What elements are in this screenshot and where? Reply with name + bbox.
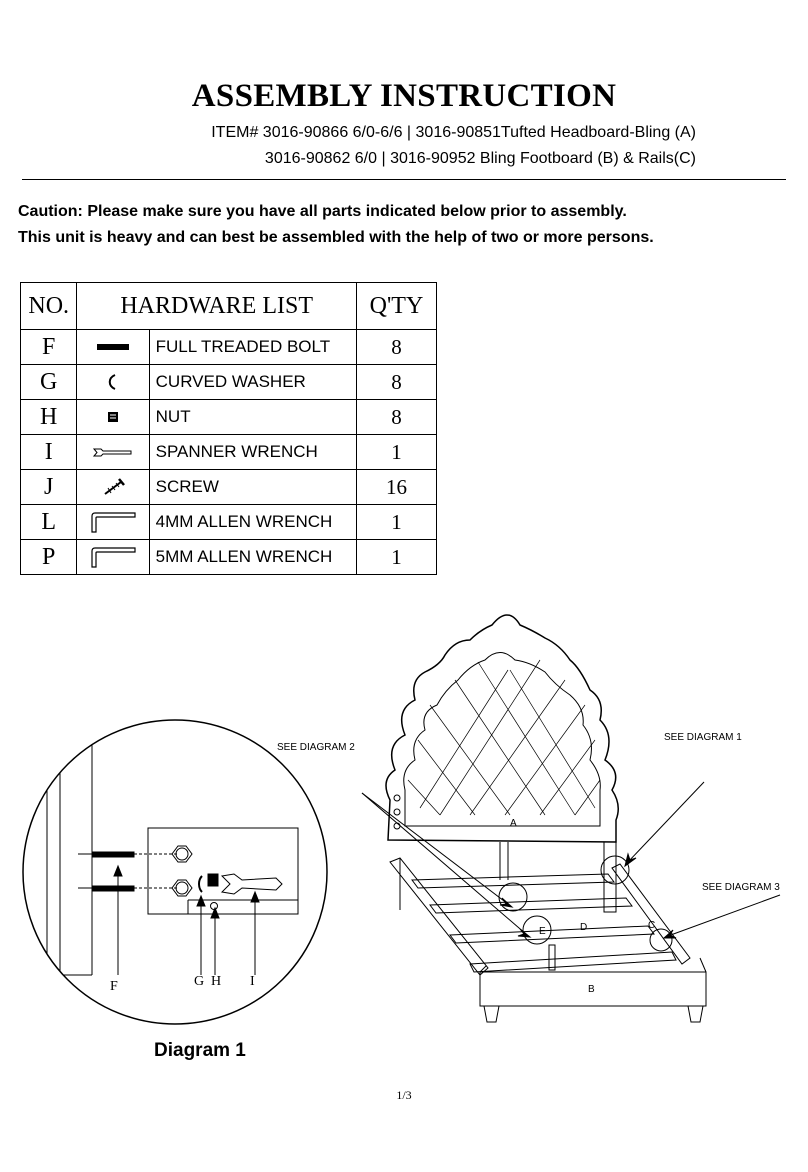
see-diagram-1-label: SEE DIAGRAM 1 [664,732,742,743]
diagram-1-detail: F G H I [22,719,328,1025]
part-name: SCREW [148,469,357,505]
part-no: F [19,329,78,365]
part-label-d: D [580,922,587,933]
caution-line-1: Caution: Please make sure you have all p… [18,203,627,220]
spanner-wrench-icon [92,448,132,457]
part-no: G [19,364,78,400]
document-title: ASSEMBLY INSTRUCTION [191,78,617,114]
part-no: P [19,539,78,575]
item-number-line-1: ITEM# 3016-90866 6/0-6/6 | 3016-90851Tuf… [211,124,696,141]
label-i: I [250,974,255,989]
part-name: NUT [148,399,357,435]
part-qty: 1 [355,539,438,575]
table-row: G CURVED WASHER 8 [19,364,438,400]
label-g: G [194,974,204,989]
part-label-b: B [588,984,595,995]
page-number: 1/3 [396,1088,412,1102]
hardware-table-header: NO. HARDWARE LIST Q'TY [19,282,438,330]
screw-icon [104,478,125,495]
headboard-outline [385,614,619,843]
part-qty: 8 [355,399,438,435]
bed-assembly-drawing [361,614,781,1023]
see-diagram-3-label: SEE DIAGRAM 3 [702,882,780,893]
part-name: CURVED WASHER [148,364,357,400]
table-row: H NUT 8 [19,399,438,435]
part-qty: 1 [355,504,438,540]
label-f: F [110,979,118,994]
diagram-1-caption: Diagram 1 [154,1040,246,1061]
column-hardware-list-header: HARDWARE LIST [76,282,357,330]
column-no-header: NO. [19,282,78,330]
part-no: H [19,399,78,435]
hardware-list-table: NO. HARDWARE LIST Q'TY F FULL TREADED BO… [19,282,438,575]
label-h: H [211,974,221,989]
table-row: P 5MM ALLEN WRENCH 1 [19,539,438,575]
see-diagram-2-label: SEE DIAGRAM 2 [277,742,355,753]
column-qty-header: Q'TY [355,282,438,330]
part-qty: 1 [355,434,438,470]
allen-wrench-icon [91,512,136,533]
item-number-line-2: 3016-90862 6/0 | 3016-90952 Bling Footbo… [264,150,696,167]
part-label-a: A [510,818,517,829]
caution-line-2: This unit is heavy and can best be assem… [18,229,654,246]
bolt-icon [97,344,130,351]
part-name: 5MM ALLEN WRENCH [148,539,357,575]
part-qty: 8 [355,329,438,365]
part-no: I [19,434,78,470]
nut-icon [108,412,119,423]
curved-washer-icon [108,374,116,390]
header-divider [22,179,786,180]
part-name: 4MM ALLEN WRENCH [148,504,357,540]
allen-wrench-icon [91,547,136,568]
headboard-tufting [407,659,601,816]
part-label-c: C [648,920,655,931]
table-row: I SPANNER WRENCH 1 [19,434,438,470]
part-qty: 8 [355,364,438,400]
table-row: J SCREW 16 [19,469,438,505]
part-label-e: E [539,926,546,937]
